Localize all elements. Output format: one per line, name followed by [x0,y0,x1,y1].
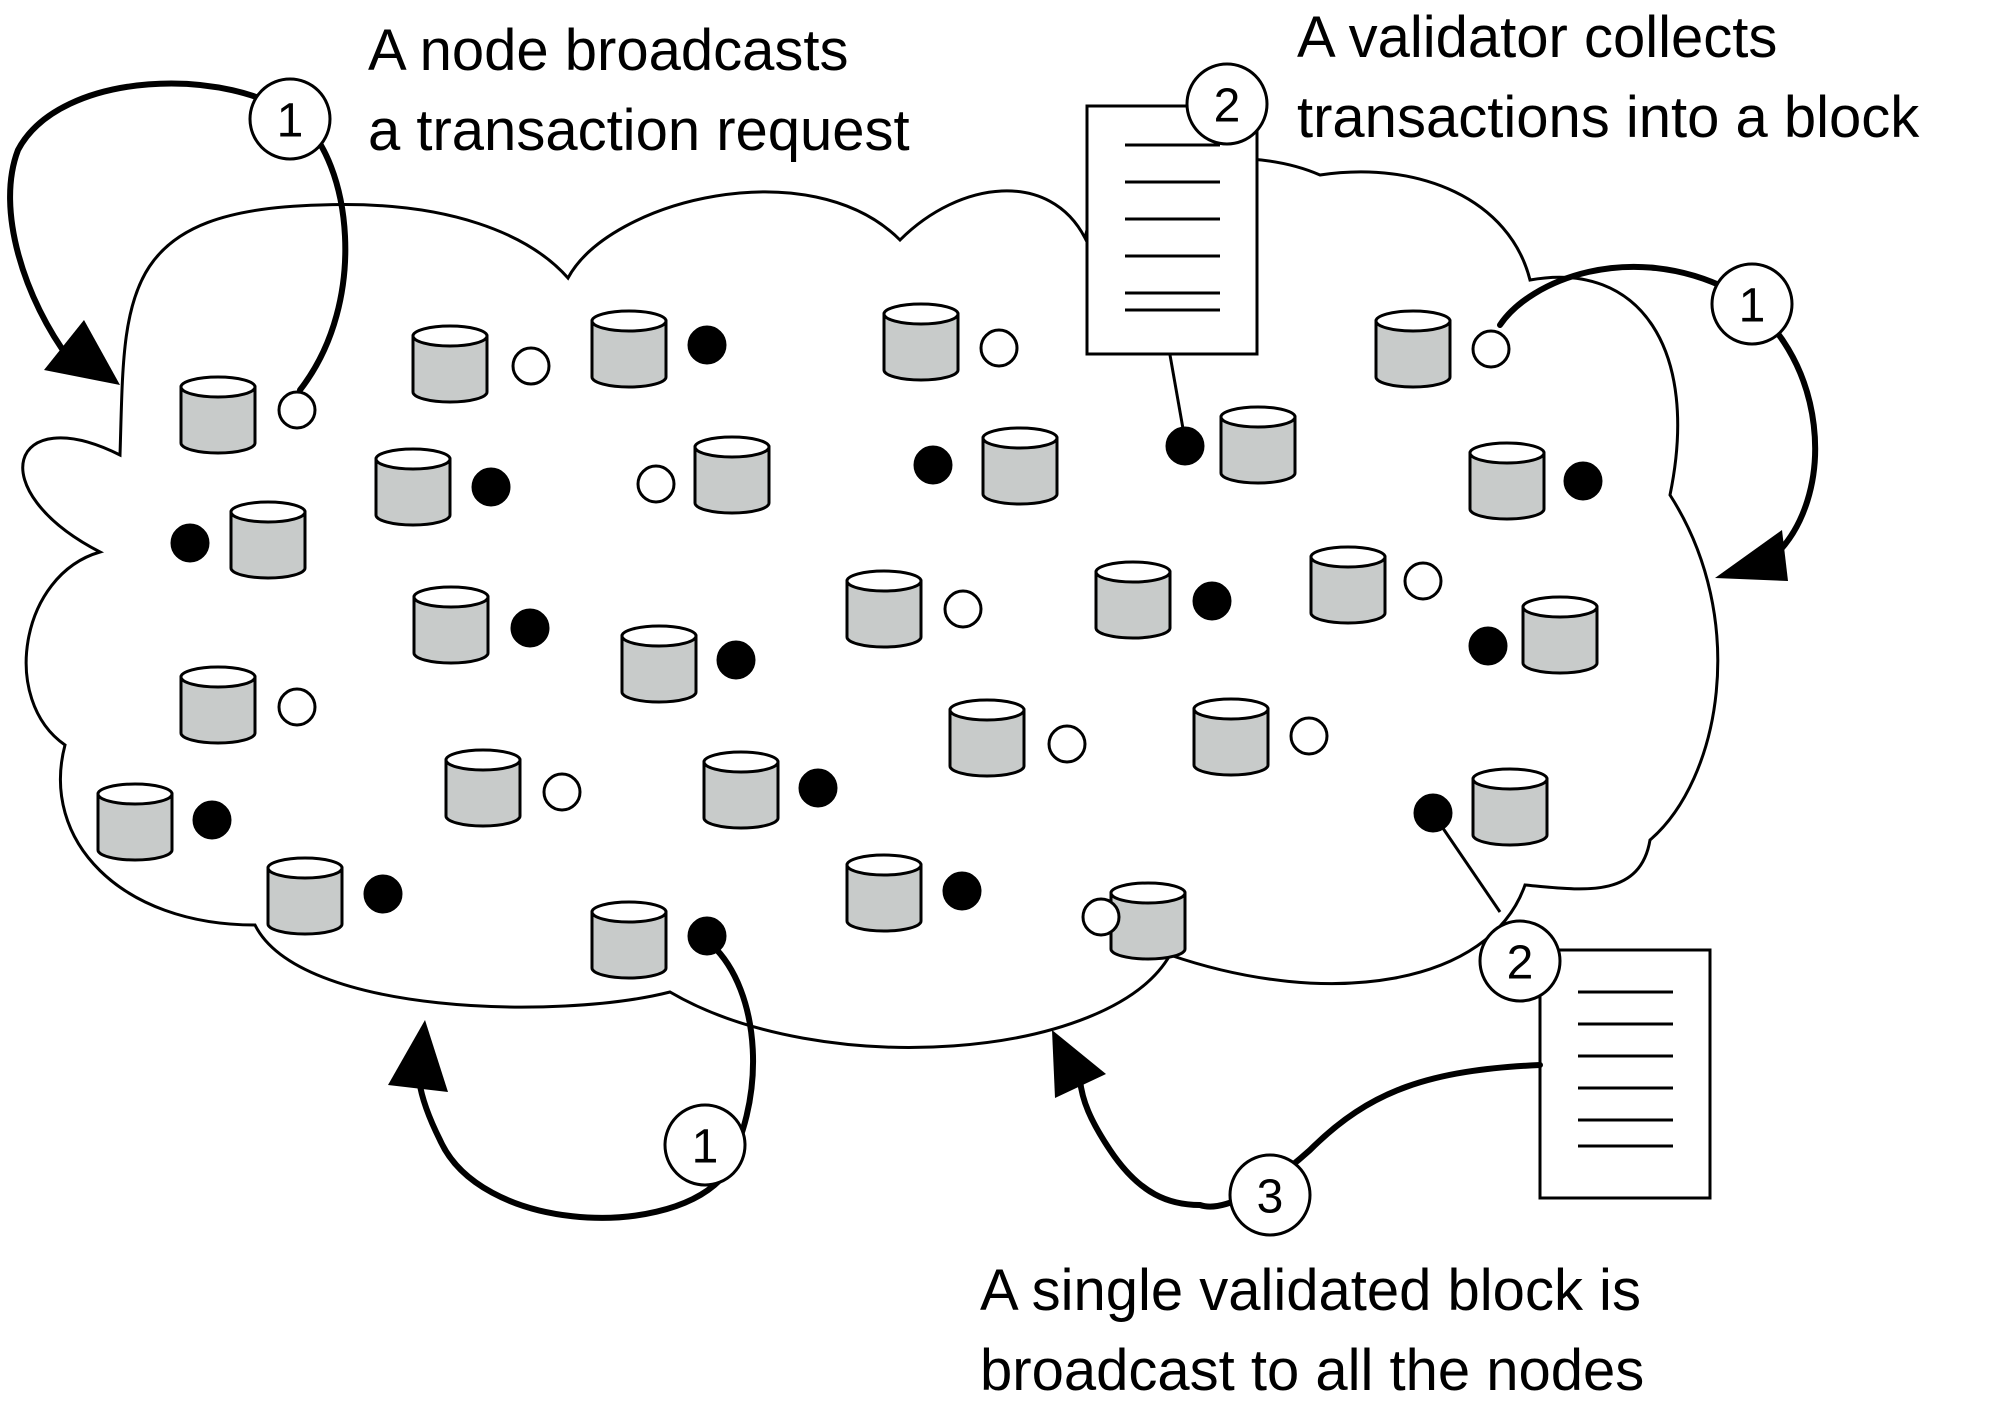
caption-step1-line2: a transaction request [368,98,910,163]
node-database [590,900,668,980]
validator-node [363,874,403,914]
node-database [229,500,307,580]
node-database [1109,881,1187,961]
node-database [845,569,923,649]
node-database [948,698,1026,778]
step-badge-propagate: 3 [1228,1153,1312,1237]
validator-node [1192,581,1232,621]
node-database [1471,767,1549,847]
node-database [96,782,174,862]
propagate-arrowhead [1052,1030,1106,1098]
node-database [1521,595,1599,675]
open-node [1471,329,1511,369]
open-node [1081,897,1121,937]
node-database [1468,441,1546,521]
broadcast-arrowhead-right [1715,530,1788,581]
open-node [979,328,1019,368]
node-database [620,624,698,704]
svg-text:1: 1 [692,1121,719,1174]
broadcast-arrowhead-top-left [44,320,120,385]
node-database [179,665,257,745]
svg-text:2: 2 [1507,937,1534,990]
block-document-bottom [1538,948,1712,1200]
caption-step1-line1: A node broadcasts [368,18,848,83]
open-node [511,346,551,386]
node-database [981,426,1059,506]
step-badge-collect-top: 2 [1185,62,1269,146]
validator-node [1165,426,1205,466]
node-database [266,856,344,936]
validator-node [687,325,727,365]
block-document-top-lines [1125,143,1220,312]
node-database [1192,697,1270,777]
open-node [1047,724,1087,764]
caption-step3-line2: broadcast to all the nodes [980,1338,1644,1403]
validator-node-group [170,325,1603,956]
node-database [702,750,780,830]
svg-text:1: 1 [1739,280,1766,333]
validator-node [510,608,550,648]
node-database [1374,309,1452,389]
node-database [1094,560,1172,640]
open-node [542,772,582,812]
open-node [636,464,676,504]
step-badge-broadcast-top-left: 1 [248,77,332,161]
broadcast-arrowhead-bottom [388,1020,448,1092]
caption-step2-line2: transactions into a block [1297,85,1920,150]
open-node [277,390,317,430]
validator-node [1413,793,1453,833]
open-node-group [277,328,1511,937]
svg-text:3: 3 [1257,1171,1284,1224]
node-database [1219,405,1297,485]
node-database [845,853,923,933]
validator-node [471,467,511,507]
validator-node [942,871,982,911]
validator-node [716,640,756,680]
caption-step3-line1: A single validated block is [980,1258,1641,1323]
node-database [882,302,960,382]
open-node [1289,716,1329,756]
step-badge-broadcast-right: 1 [1710,262,1794,346]
node-database [411,324,489,404]
validator-node [192,800,232,840]
node-database [412,585,490,665]
open-node [277,687,317,727]
validator-node [1468,626,1508,666]
block-document-bottom-lines [1578,990,1673,1148]
node-database [374,447,452,527]
validator-node [1563,461,1603,501]
caption-step2-line1: A validator collects [1297,5,1777,70]
validator-node [170,523,210,563]
validator-node [913,445,953,485]
node-database [590,309,668,389]
node-database [179,375,257,455]
validator-node [798,768,838,808]
svg-text:2: 2 [1214,80,1241,133]
broadcast-arc-bottom [415,942,757,1221]
step-badge-collect-bottom-right: 2 [1478,919,1562,1003]
propagate-arc [1077,1062,1543,1210]
node-database [444,748,522,828]
block-document-top [1085,104,1259,356]
node-database [1309,545,1387,625]
step-badge-broadcast-bottom: 1 [663,1103,747,1187]
svg-text:1: 1 [277,95,304,148]
open-node [1403,561,1443,601]
node-database [693,435,771,515]
broadcast-arc-top-left [7,80,349,393]
open-node [943,589,983,629]
validator-connector-line [1434,817,1502,913]
collect-connector-line [1168,354,1187,441]
